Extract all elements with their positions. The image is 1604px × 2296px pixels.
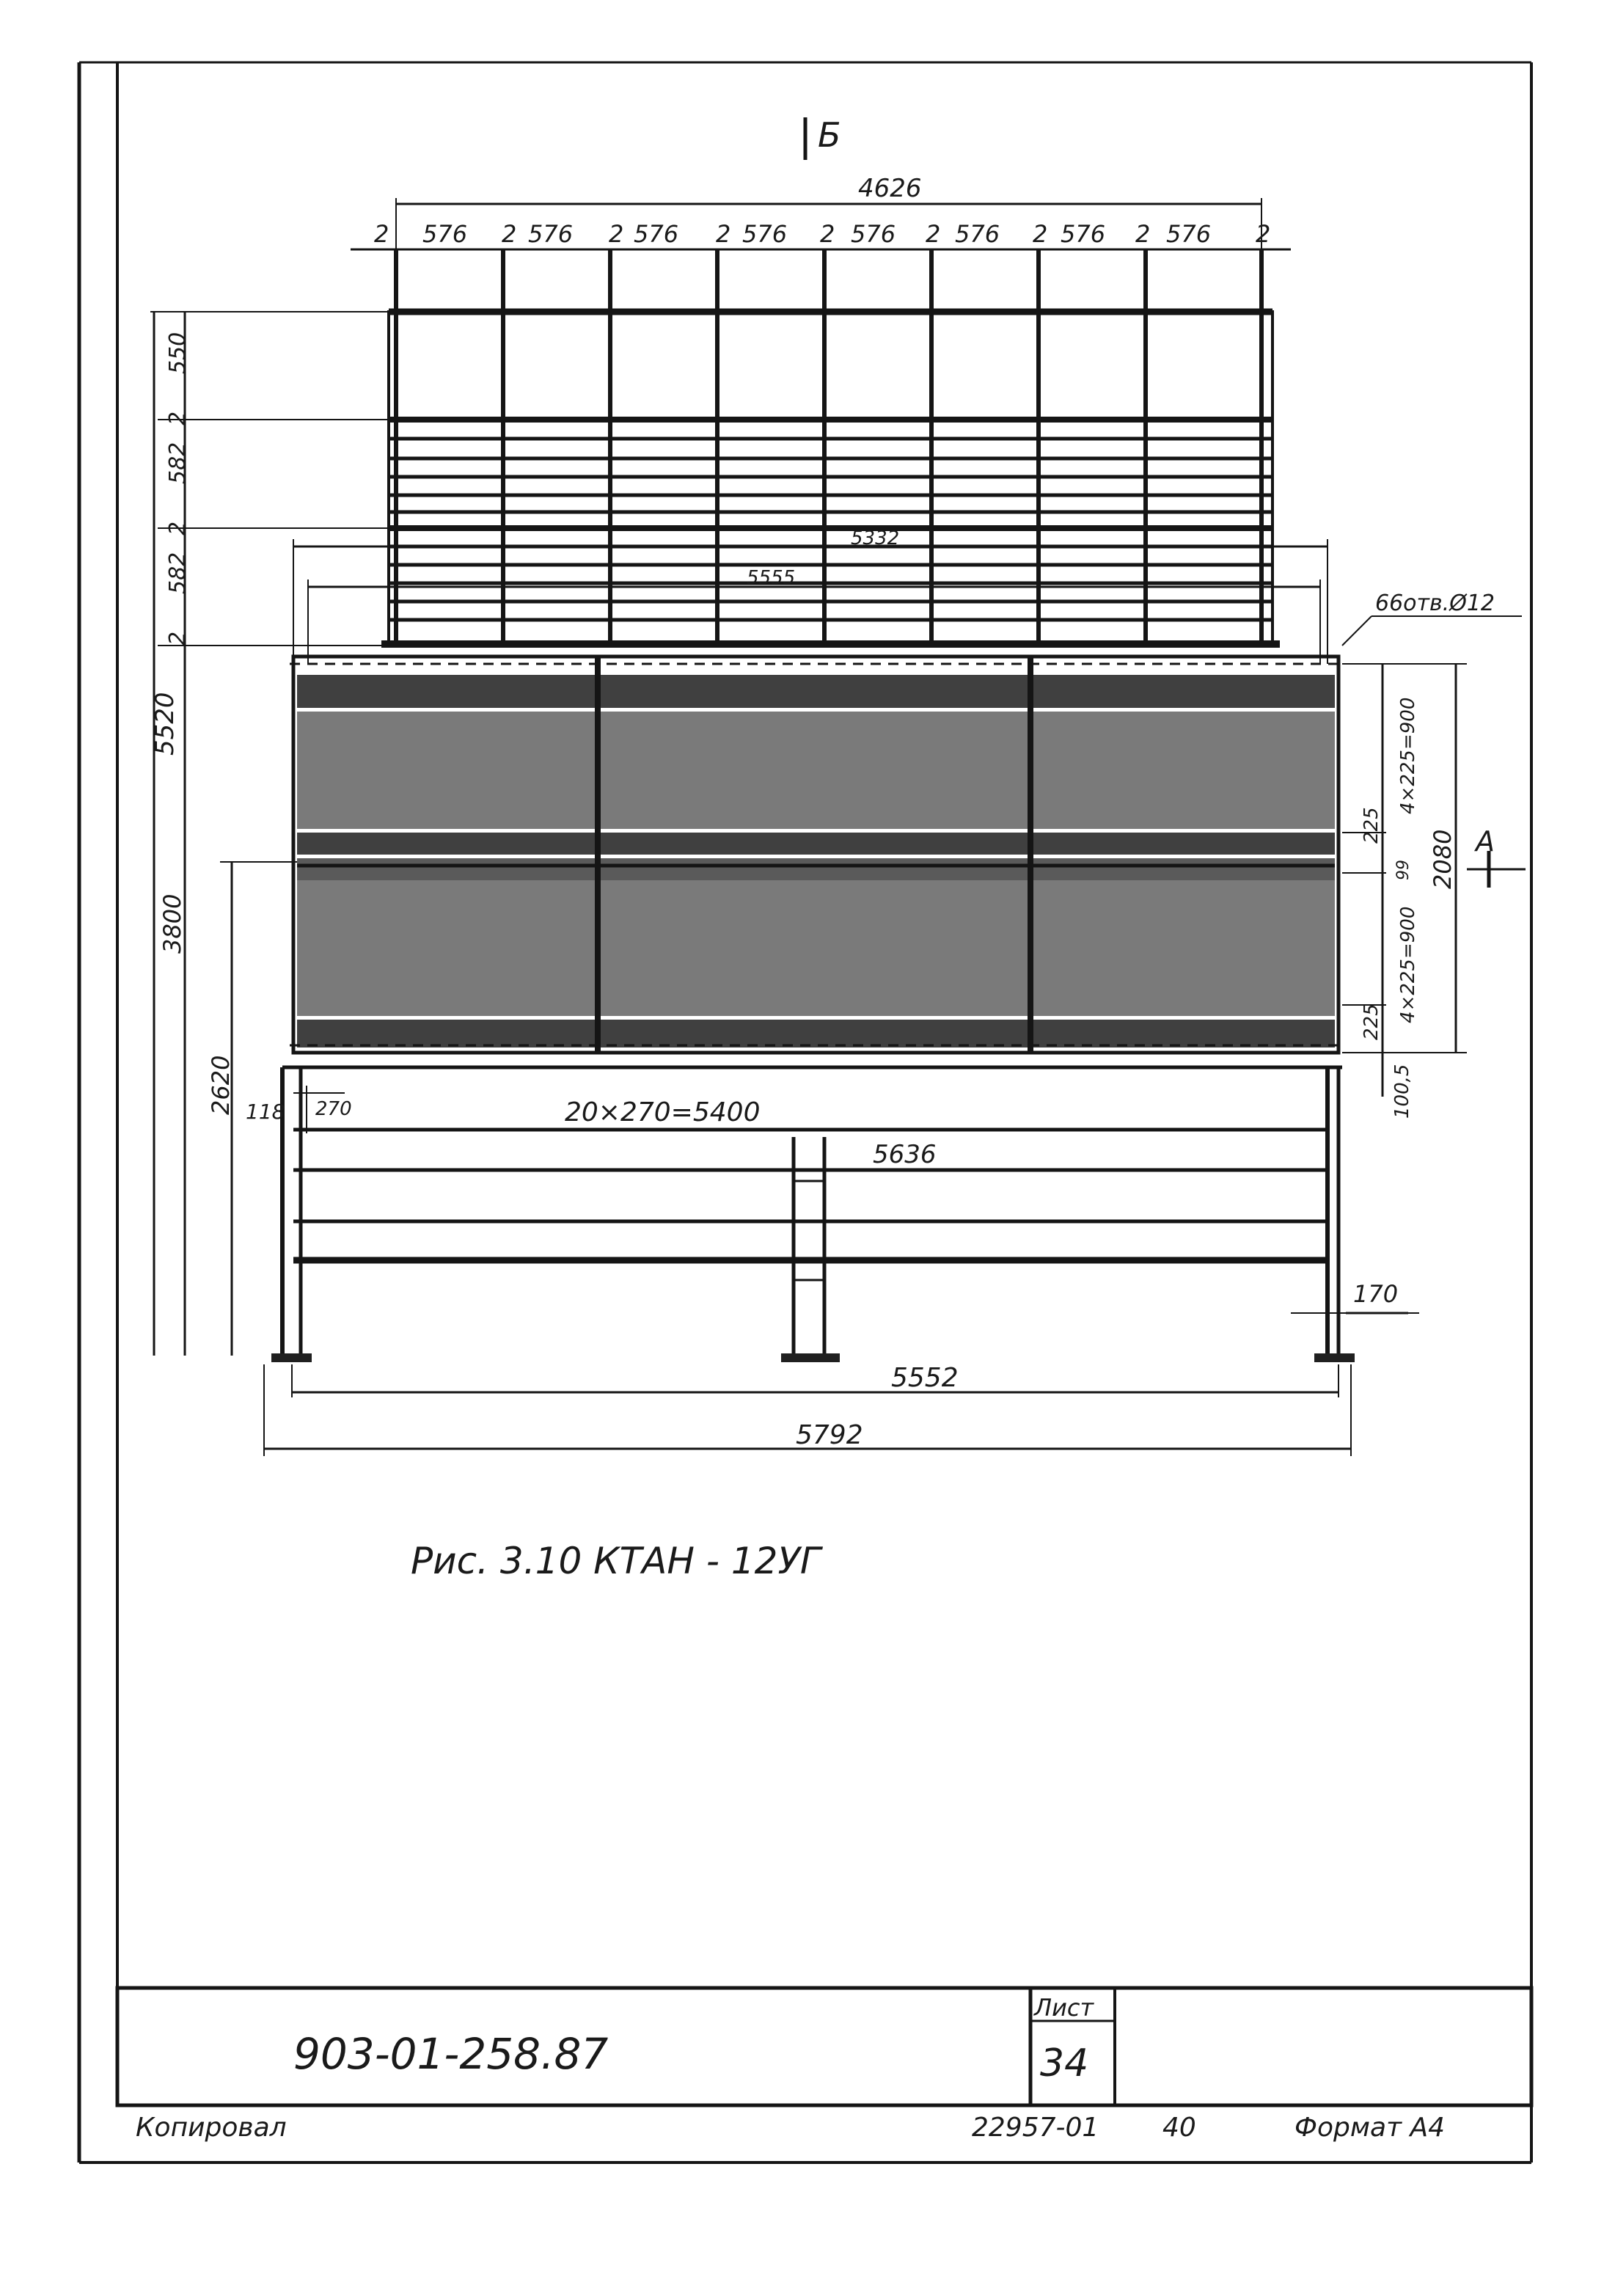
base-frame bbox=[271, 1065, 1355, 1362]
left-dim-582a: 582 bbox=[165, 442, 191, 484]
right-dim-4x225b: 4×225=900 bbox=[1397, 907, 1419, 1023]
top-dim-7: 576 bbox=[742, 220, 787, 248]
dim-overall-width: 4626 bbox=[858, 174, 922, 203]
right-dim-99: 99 bbox=[1394, 860, 1413, 880]
top-dimension-lines bbox=[351, 198, 1291, 315]
title-block bbox=[115, 1986, 1534, 2107]
right-dimension-lines bbox=[1342, 663, 1526, 1097]
dim-2080: 2080 bbox=[1429, 830, 1457, 889]
dim-5555: 5555 bbox=[747, 567, 795, 589]
dim-118: 118 bbox=[246, 1100, 285, 1124]
footer-num: 40 bbox=[1162, 2113, 1196, 2143]
top-dim-16: 2 bbox=[1256, 220, 1270, 248]
top-dim-13: 576 bbox=[1061, 220, 1105, 248]
dim-100-5: 100,5 bbox=[1391, 1064, 1413, 1119]
section-b-label: Б bbox=[818, 115, 841, 155]
sheet-label: Лист bbox=[1033, 1994, 1094, 2022]
left-dim-2a: 2 bbox=[165, 412, 191, 425]
format-label: Формат А4 bbox=[1294, 2113, 1445, 2143]
top-dim-2: 2 bbox=[502, 220, 516, 248]
left-dim-550: 550 bbox=[165, 332, 191, 374]
top-dim-6: 2 bbox=[716, 220, 730, 248]
bottom-dimension-lines bbox=[263, 1364, 1352, 1456]
holes-label: 66отв.Ø12 bbox=[1375, 591, 1495, 616]
dim-5636: 5636 bbox=[873, 1140, 937, 1169]
left-dim-2b: 2 bbox=[165, 522, 191, 535]
figure-caption: Рис. 3.10 КТАН - 12УГ bbox=[411, 1540, 824, 1582]
right-dim-4x225a: 4×225=900 bbox=[1397, 698, 1419, 814]
top-dimension-labels: 2 576 2 576 2 576 2 576 2 576 2 576 2 57… bbox=[374, 220, 1270, 248]
dim-5792: 5792 bbox=[796, 1420, 863, 1450]
top-dim-8: 2 bbox=[820, 220, 835, 248]
holes-callout bbox=[1341, 615, 1522, 646]
top-dim-5: 576 bbox=[634, 220, 678, 248]
left-dim-582b: 582 bbox=[165, 552, 191, 594]
heat-exchanger-block bbox=[290, 654, 1342, 1055]
top-dim-12: 2 bbox=[1033, 220, 1047, 248]
dim-height-2620: 2620 bbox=[207, 1056, 235, 1115]
footer-code: 22957-01 bbox=[972, 2113, 1099, 2143]
top-dim-3: 576 bbox=[528, 220, 573, 248]
doc-number: 903-01-258.87 bbox=[293, 2029, 608, 2079]
section-mark-b: Б bbox=[803, 115, 841, 160]
top-dim-10: 2 bbox=[926, 220, 940, 248]
dim-170: 170 bbox=[1353, 1280, 1398, 1308]
inner-span-dimensions bbox=[293, 539, 1328, 664]
top-dim-4: 2 bbox=[609, 220, 623, 248]
top-dim-11: 576 bbox=[955, 220, 1000, 248]
dim-5552: 5552 bbox=[891, 1363, 959, 1393]
left-dimension-lines bbox=[150, 311, 389, 1356]
dim-height-3800: 3800 bbox=[158, 894, 186, 954]
sheet-number: 34 bbox=[1040, 2041, 1088, 2085]
top-dim-9: 576 bbox=[851, 220, 896, 248]
left-dimension-labels: 550 2 582 2 582 2 5520 3800 2620 bbox=[150, 332, 235, 1115]
section-a-label: А bbox=[1473, 825, 1495, 858]
top-dim-15: 576 bbox=[1166, 220, 1211, 248]
dim-5332: 5332 bbox=[851, 527, 899, 549]
top-dim-0: 2 bbox=[374, 220, 389, 248]
sheet-frame bbox=[77, 61, 1533, 2164]
right-dimension-labels: 4×225=900 225 99 4×225=900 225 2080 100,… bbox=[1361, 698, 1495, 1119]
right-dim-225a: 225 bbox=[1361, 807, 1383, 844]
spacing-label: 20×270=5400 bbox=[565, 1097, 760, 1127]
top-dim-14: 2 bbox=[1135, 220, 1150, 248]
left-dim-2c: 2 bbox=[165, 632, 191, 646]
copied-label: Копировал bbox=[136, 2113, 287, 2143]
dim-overall-height: 5520 bbox=[150, 692, 180, 756]
top-dim-1: 576 bbox=[422, 220, 467, 248]
dim-270: 270 bbox=[315, 1098, 352, 1120]
right-dim-225b: 225 bbox=[1361, 1003, 1383, 1040]
